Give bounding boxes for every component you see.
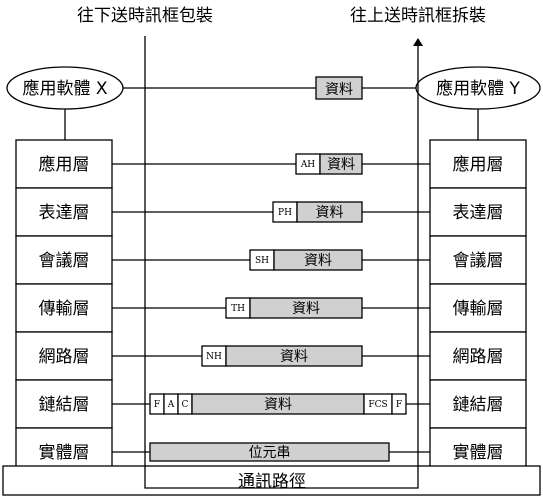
app-y-label: 應用軟體 Y — [436, 78, 520, 99]
layer-5-left-label: 網路層 — [39, 347, 90, 367]
layer-3-left-label: 會議層 — [39, 251, 90, 271]
layer-6-header-2-label: A — [167, 400, 175, 410]
layer-6-trailer-2 — [391, 393, 407, 415]
layer-6-trailer-2-label: F — [396, 400, 402, 410]
layer-5-payload-label: 資料 — [280, 349, 308, 365]
layer-6-header-1-label: F — [154, 400, 160, 410]
layer-6-left-label: 鏈結層 — [39, 395, 90, 415]
app-data-label: 資料 — [325, 82, 353, 98]
layer-1-payload-label: 資料 — [327, 157, 355, 173]
layer-3-payload-label: 資料 — [304, 253, 332, 269]
encapsulate-label: 往下送時訊框包裝 — [77, 6, 213, 26]
layer-1-header-1-label: AH — [300, 160, 315, 170]
layer-6-left-box — [15, 379, 113, 429]
layer-4-payload-label: 資料 — [292, 301, 320, 317]
layer-7-payload-label: 位元串 — [249, 445, 291, 461]
layer-1-right-label: 應用層 — [453, 154, 504, 175]
layer-6-trailer-1-label: FCS — [368, 400, 387, 410]
flow-arrow — [144, 36, 423, 489]
layer-4-right-box — [429, 283, 527, 333]
layer-5-right-box — [429, 331, 527, 381]
layer-2-left-label: 表達層 — [39, 203, 90, 223]
layer-6-payload-label: 資料 — [264, 397, 292, 413]
layer-2-right-label: 表達層 — [453, 203, 504, 223]
layer-4-right-label: 傳輸層 — [453, 299, 504, 319]
layer-3-header-1-label: SH — [255, 256, 269, 266]
layer-3-right-label: 會議層 — [453, 251, 504, 271]
layer-2-payload-box — [296, 201, 363, 223]
app-x-label: 應用軟體 X — [22, 78, 107, 99]
layer-1-right-box — [429, 139, 527, 189]
layer-1-payload-box — [319, 153, 363, 175]
layer-6-right-label: 鏈結層 — [453, 395, 504, 415]
layer-1-left-label: 應用層 — [39, 154, 90, 175]
layer-1-left-box — [15, 139, 113, 189]
layer-5-header-1-label: NH — [206, 352, 222, 362]
layer-6-header-3-label: C — [182, 400, 189, 410]
layer-3-payload-box — [273, 249, 363, 271]
layer-7-payload-box — [149, 442, 390, 462]
layer-2-header-1-label: PH — [278, 208, 292, 218]
layer-3-right-box — [429, 235, 527, 285]
layer-4-left-box — [15, 283, 113, 333]
layer-5-payload-box — [225, 345, 363, 367]
communication-path-box — [2, 465, 541, 496]
communication-path-label: 通訊路徑 — [238, 472, 306, 492]
layer-7-left-label: 實體層 — [39, 443, 90, 463]
layer-2-left-box — [15, 187, 113, 237]
layer-4-header-1-label: TH — [231, 304, 245, 314]
layer-5-right-label: 網路層 — [453, 347, 504, 367]
layer-6-right-box — [429, 379, 527, 429]
layer-4-payload-box — [249, 297, 363, 319]
app-data-box — [315, 76, 363, 100]
layer-4-left-label: 傳輸層 — [39, 299, 90, 319]
decapsulate-label: 往上送時訊框拆裝 — [350, 6, 486, 26]
layer-2-right-box — [429, 187, 527, 237]
layer-7-right-label: 實體層 — [453, 443, 504, 463]
layer-5-left-box — [15, 331, 113, 381]
layer-2-payload-label: 資料 — [316, 205, 344, 221]
